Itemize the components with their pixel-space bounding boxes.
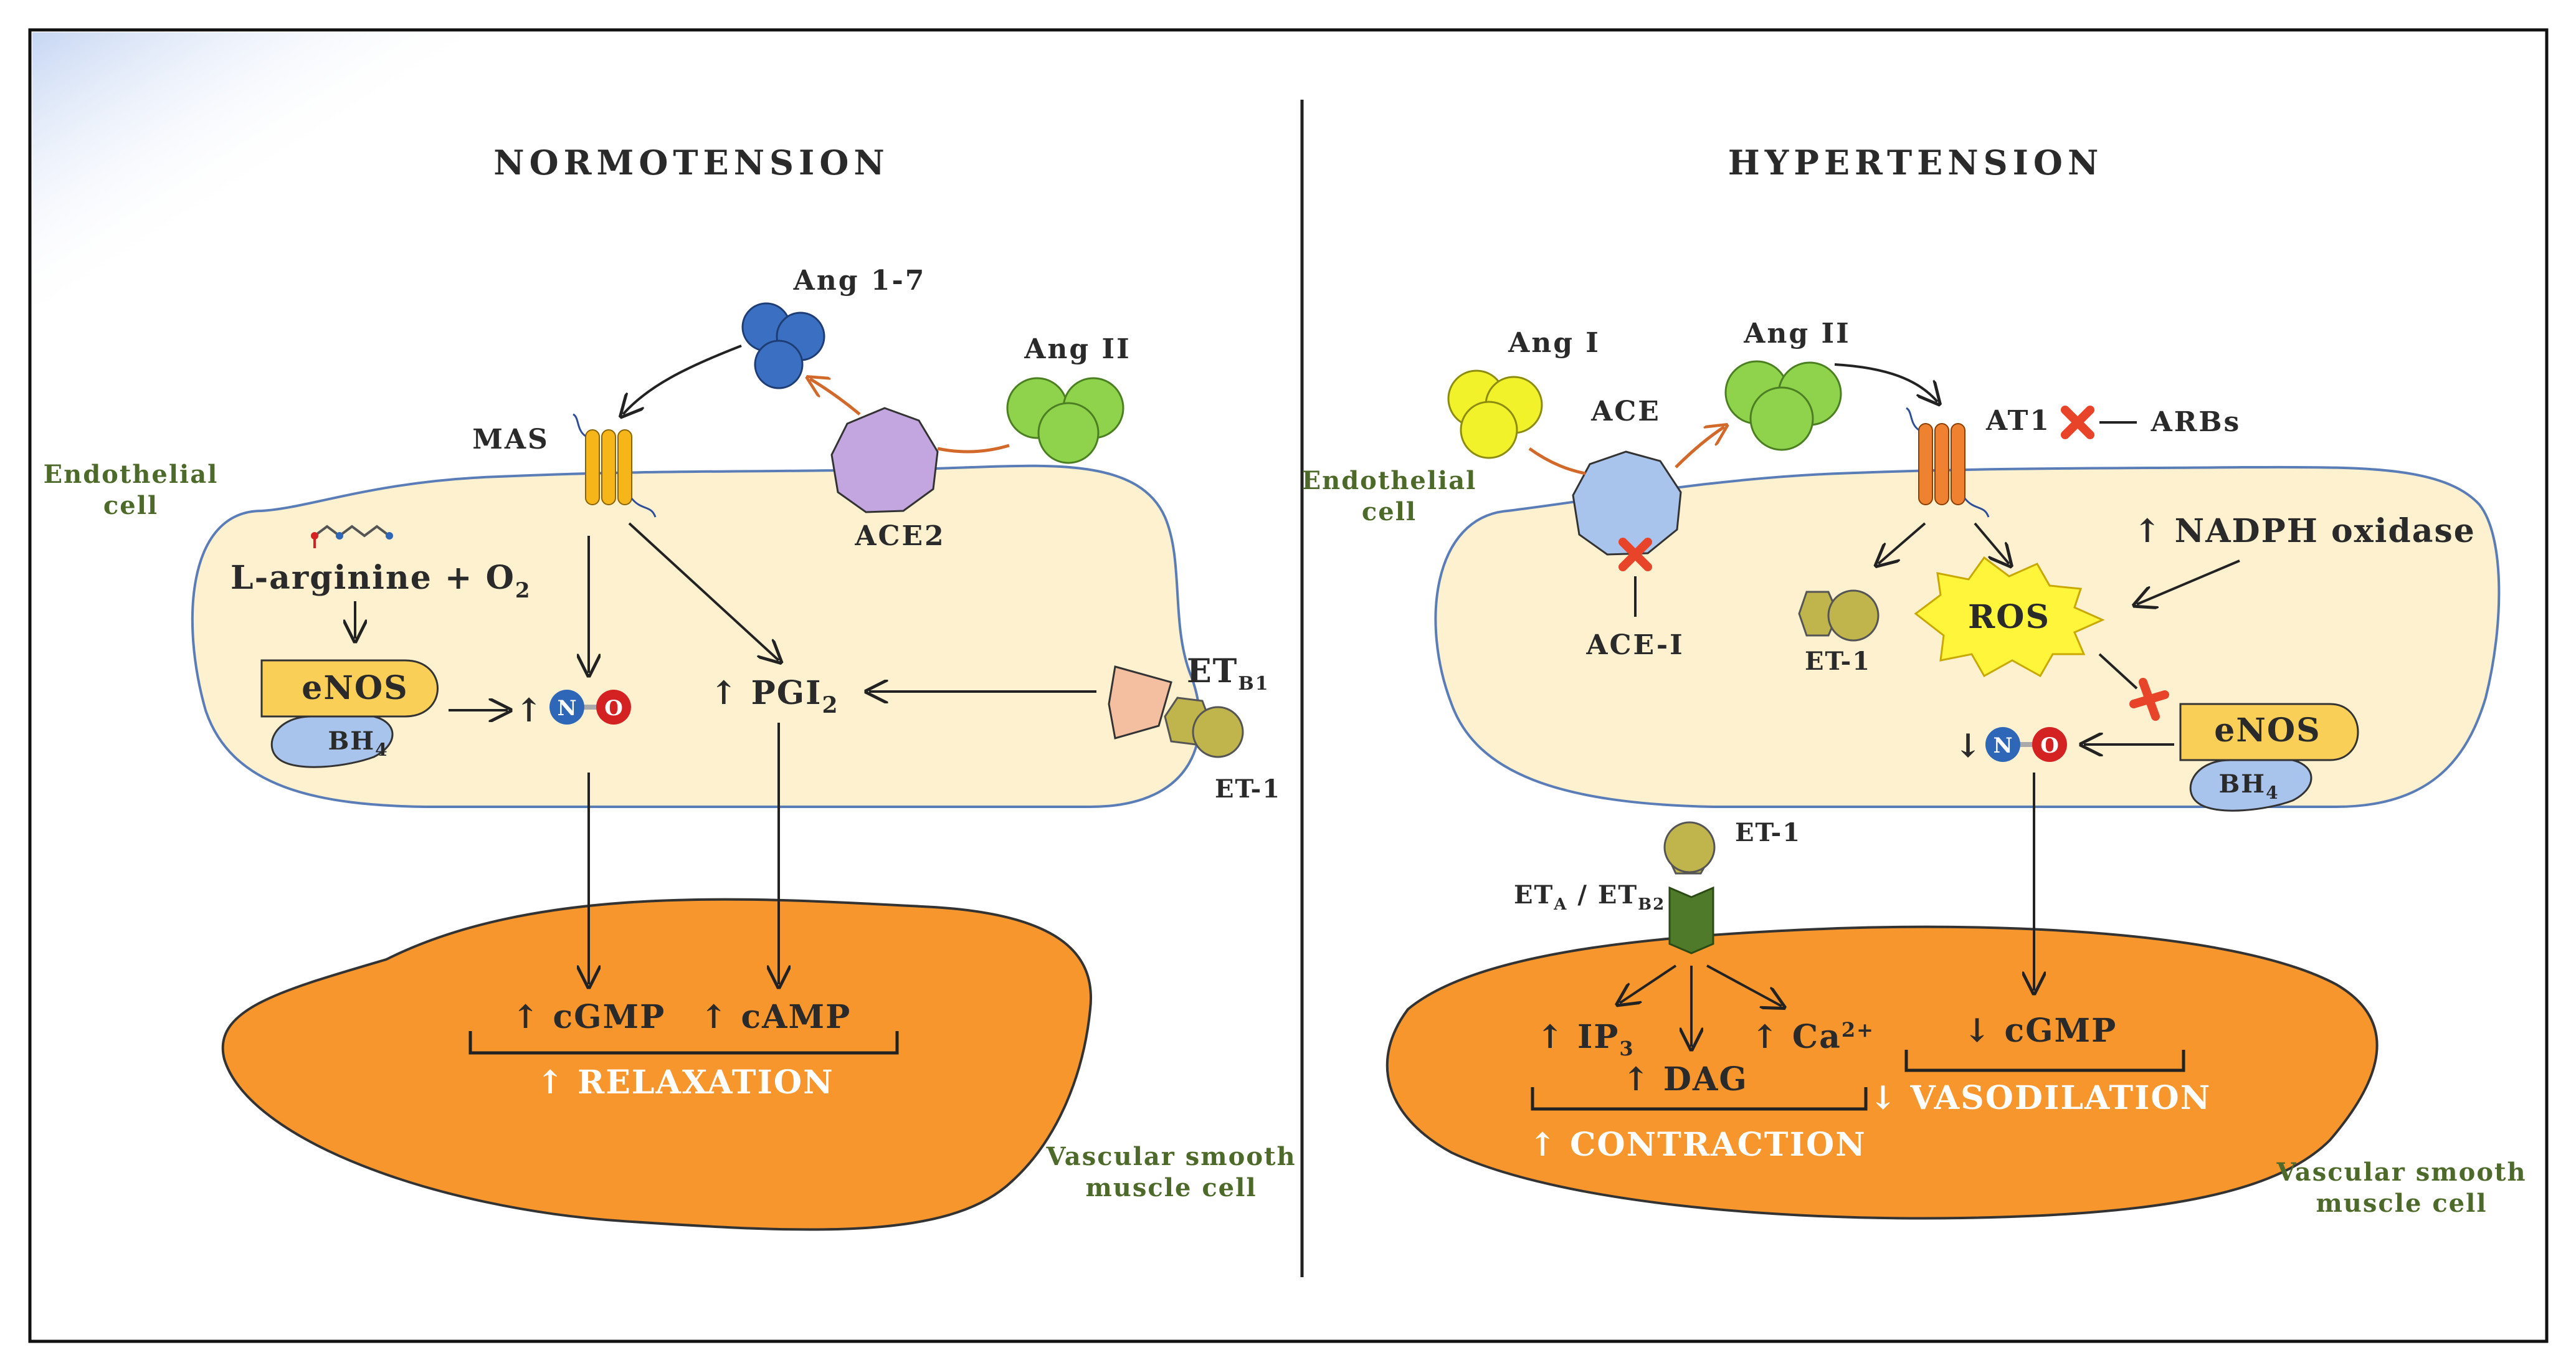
mas-receptor bbox=[573, 413, 657, 518]
enos-label-left: eNOS bbox=[302, 669, 408, 707]
ang2-to-ace2-line bbox=[937, 444, 1010, 454]
at1-label: AT1 bbox=[1985, 405, 2051, 437]
smooth-muscle-cell-right bbox=[1385, 925, 2379, 1220]
ang-i-label: Ang I bbox=[1508, 327, 1600, 359]
at1-to-et1-arrow bbox=[1878, 522, 1926, 564]
receptor-to-ip3-arrow bbox=[1620, 964, 1677, 1003]
nadph-to-ros-arrow bbox=[2137, 559, 2240, 604]
arbs-label: ARBs bbox=[2151, 406, 2241, 438]
ace-i-label: ACE-I bbox=[1585, 629, 1684, 661]
ros-block-plus-icon bbox=[2129, 678, 2169, 721]
corner-gradient bbox=[32, 32, 718, 469]
mas-label: MAS bbox=[472, 424, 549, 455]
ang1-to-ace-line bbox=[1528, 447, 1586, 475]
o-atom-label-right: O bbox=[2040, 733, 2059, 758]
bracket-left bbox=[468, 1031, 899, 1055]
eta-etb2-receptor bbox=[1668, 886, 1714, 954]
hypertension-title: HYPERTENSION bbox=[1728, 143, 2104, 183]
n-atom-label-left: N bbox=[557, 696, 576, 721]
ang2-to-at1-arrow bbox=[1834, 363, 1937, 402]
et1-outer-label: ET-1 bbox=[1735, 818, 1801, 847]
ros-burst bbox=[1914, 556, 2105, 678]
vsm-label-left-1: Vascular smooth bbox=[1045, 1142, 1296, 1171]
et1-ligand-outer bbox=[1663, 821, 1716, 875]
acei-block-x-icon bbox=[1618, 538, 1652, 571]
vsm-label-right-1: Vascular smooth bbox=[2276, 1158, 2526, 1187]
endothelial-label-left-1: Endothelial bbox=[44, 460, 219, 489]
ace2-to-ang17-arrow bbox=[810, 379, 861, 416]
ang-ii-label-right: Ang II bbox=[1743, 318, 1850, 350]
vsm-label-left-2: muscle cell bbox=[1085, 1173, 1257, 1202]
endothelial-cell-left bbox=[191, 464, 1201, 808]
vsm-label-right-2: muscle cell bbox=[2316, 1189, 2487, 1218]
ace2-label: ACE2 bbox=[854, 520, 945, 552]
bracket-right-contraction bbox=[1531, 1087, 1868, 1111]
ip3-label: ↑ IP3 bbox=[1536, 1018, 1634, 1060]
eta-etb2-label: ETA / ETB2 bbox=[1514, 880, 1665, 914]
no-up-arrow-left: ↑ bbox=[515, 692, 544, 730]
enos-enzyme-left bbox=[260, 659, 439, 768]
ace2-enzyme bbox=[830, 407, 939, 513]
endothelial-label-right-2: cell bbox=[1362, 497, 1417, 526]
vasodilation-label: ↓ VASODILATION bbox=[1870, 1079, 2212, 1117]
mas-to-pgi2-arrow bbox=[628, 522, 779, 660]
bh4-label-right: BH4 bbox=[2218, 769, 2279, 803]
l-arginine-label: L-arginine + O2 bbox=[231, 559, 531, 603]
normotension-panel: NORMOTENSION Endothelial cell Vascular s… bbox=[44, 143, 1296, 1231]
ang-i-molecule bbox=[1447, 369, 1543, 459]
ace-label: ACE bbox=[1590, 396, 1661, 427]
at1-receptor bbox=[1906, 407, 1990, 518]
receptor-to-ca-arrow bbox=[1706, 964, 1782, 1006]
smooth-muscle-cell-left bbox=[221, 898, 1092, 1231]
dag-label: ↑ DAG bbox=[1622, 1060, 1748, 1098]
ros-inhibition-line bbox=[2098, 653, 2138, 690]
ang-1-7-label: Ang 1-7 bbox=[793, 265, 926, 297]
ang-ii-molecule-left bbox=[1006, 377, 1124, 464]
ang-1-7-molecule bbox=[741, 302, 825, 389]
contraction-label: ↑ CONTRACTION bbox=[1529, 1126, 1866, 1164]
arbs-block-x-icon bbox=[2061, 406, 2094, 439]
relaxation-label: ↑ RELAXATION bbox=[536, 1063, 834, 1101]
ca-label: ↑ Ca2+ bbox=[1751, 1018, 1875, 1056]
ace-to-ang2-arrow bbox=[1675, 427, 1724, 469]
ang17-to-mas-arrow bbox=[623, 345, 742, 414]
hypertension-panel: HYPERTENSION Endothelial cell Vascular s… bbox=[1302, 143, 2526, 1220]
no-molecule-left bbox=[549, 690, 631, 725]
pgi2-label: ↑ PGI2 bbox=[710, 674, 839, 718]
endothelial-label-right-1: Endothelial bbox=[1302, 466, 1477, 495]
et1-inner-label: ET-1 bbox=[1805, 647, 1871, 676]
camp-label: ↑ cAMP bbox=[700, 998, 851, 1036]
ang-ii-label-left: Ang II bbox=[1024, 333, 1131, 365]
ros-label: ROS bbox=[1968, 598, 2050, 636]
et1-ligand-inner bbox=[1798, 589, 1880, 642]
etb1-label: ETB1 bbox=[1187, 652, 1270, 695]
enos-label-right: eNOS bbox=[2214, 711, 2321, 749]
enos-enzyme-right bbox=[2179, 703, 2359, 812]
et1-label-left: ET-1 bbox=[1215, 774, 1281, 804]
cgmp-label-left: ↑ cGMP bbox=[512, 998, 665, 1036]
o-atom-label-left: O bbox=[604, 696, 623, 721]
ace-enzyme bbox=[1572, 450, 1682, 556]
no-down-arrow-right: ↓ bbox=[1954, 727, 1983, 765]
at1-to-ros-arrow bbox=[1974, 522, 2009, 564]
nadph-oxidase-label: ↑ NADPH oxidase bbox=[2134, 512, 2476, 550]
bracket-right-vasodilation bbox=[1904, 1050, 2185, 1072]
normotension-title: NORMOTENSION bbox=[493, 143, 889, 183]
bh4-label-left: BH4 bbox=[328, 726, 388, 760]
ang-ii-molecule-right bbox=[1724, 360, 1842, 451]
l-arginine-structure bbox=[311, 525, 393, 548]
endothelial-label-left-2: cell bbox=[103, 491, 158, 520]
n-atom-label-right: N bbox=[1993, 733, 2012, 758]
et1-ligand-left bbox=[1164, 697, 1244, 758]
etb1-receptor bbox=[1108, 665, 1172, 740]
no-molecule-right bbox=[1985, 727, 2067, 762]
cgmp-label-right: ↓ cGMP bbox=[1964, 1012, 2117, 1050]
